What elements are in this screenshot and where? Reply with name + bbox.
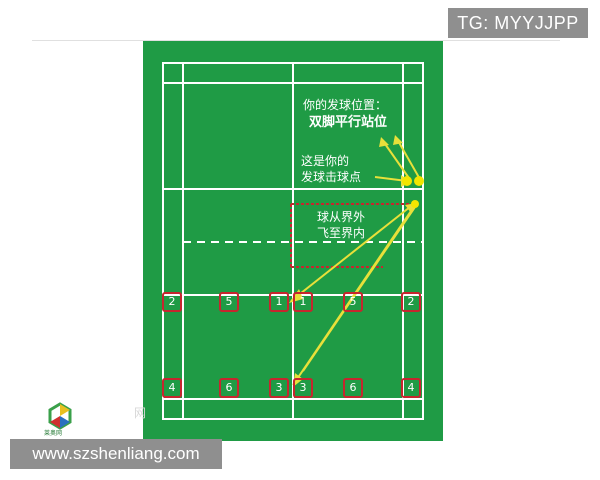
tg-watermark-badge: TG: MYYJJPP [448,8,588,38]
hit-point-label-line1: 这是你的 [301,154,350,168]
ball-dot-2 [414,176,424,186]
arrow-to-serve-pos-1 [382,140,412,182]
logo-caption: 莱奥网 [44,430,63,437]
position-marker: 6 [343,378,363,398]
flight-label-line2: 飞至界内 [317,226,366,240]
position-marker: 4 [401,378,421,398]
position-marker: 6 [219,378,239,398]
url-watermark: www.szshenliang.com [10,439,222,469]
arrow-from-front-2 [302,206,416,372]
position-marker: 3 [293,378,313,398]
arrowhead-serve-2 [393,135,403,145]
watermark-fragment: 网 [134,406,147,420]
position-marker: 4 [162,378,182,398]
position-marker: 1 [269,292,289,312]
position-marker: 1 [293,292,313,312]
position-marker: 5 [343,292,363,312]
ball-dot-hit [411,200,419,208]
trajectory-arrows [290,138,422,386]
arrow-to-serve-pos-2 [396,138,422,182]
arrowhead-serve-1 [379,137,389,147]
position-marker: 3 [269,378,289,398]
serve-stance-label: 双脚平行站位 [309,115,388,130]
badminton-court: 你的发球位置： 双脚平行站位 这是你的 发球击球点 球从界外 飞至界内 2 5 … [143,41,443,441]
serve-position-label: 你的发球位置： [303,98,388,112]
arrow-to-front-1 [290,202,416,302]
ball-dot-1 [402,176,412,186]
top-divider [32,40,560,41]
arrowhead-back-3 [293,373,303,387]
site-logo [48,402,72,430]
position-marker: 5 [219,292,239,312]
court-diagram [162,62,424,420]
position-marker: 2 [162,292,182,312]
position-marker: 2 [401,292,421,312]
hit-point-label-line2: 发球击球点 [301,170,362,184]
flight-label-line1: 球从界外 [317,210,366,224]
